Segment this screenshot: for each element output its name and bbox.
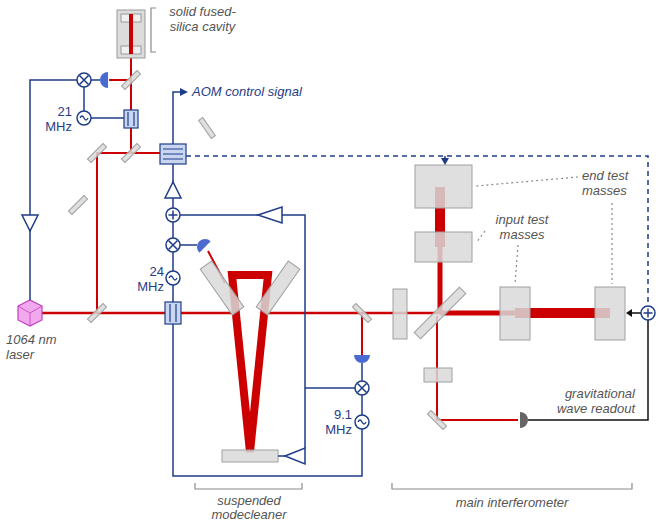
pickoff-mirror	[352, 303, 371, 322]
eom-lines	[170, 304, 176, 322]
mixer	[166, 238, 180, 252]
readout-wire	[528, 313, 648, 420]
beam	[130, 56, 132, 153]
leader-line	[515, 245, 518, 284]
beam-splitter-small	[121, 143, 140, 162]
readout-photodetector	[520, 412, 528, 428]
diagram-label: gravitational wave readout	[535, 386, 635, 416]
oscillator	[355, 415, 369, 429]
eom	[165, 302, 181, 324]
wire	[173, 324, 362, 476]
wire	[180, 244, 197, 246]
amplifier	[285, 448, 305, 464]
laser-beams	[42, 56, 610, 452]
modecleaner-mirror	[256, 261, 300, 315]
leader-line	[476, 231, 485, 243]
photodetector	[354, 355, 370, 363]
diagram-label: AOM control signal	[192, 84, 342, 99]
wire	[83, 87, 85, 111]
diagram-label: main interferometer	[392, 495, 632, 510]
steering-mirror	[68, 195, 87, 214]
wire	[305, 387, 355, 389]
wire	[91, 79, 100, 81]
beam-splitter	[414, 287, 466, 339]
end-test-mass	[595, 287, 625, 340]
summing-junction	[166, 208, 180, 222]
amplifier	[258, 207, 282, 223]
eom	[124, 110, 138, 128]
steering-mirror	[87, 143, 106, 162]
aom-lines	[163, 149, 183, 159]
amplifier	[22, 215, 38, 231]
oscillator	[166, 271, 180, 285]
dashed-wire	[186, 156, 648, 306]
recycling-mirror	[393, 289, 407, 339]
oscillator	[77, 111, 91, 125]
pickoff-mirror	[121, 70, 140, 89]
leader-line	[611, 203, 612, 284]
beam	[42, 312, 234, 315]
eom-lines	[128, 112, 134, 126]
diagram-label: input test masses	[486, 212, 558, 242]
diagram-label: 1064 nm laser	[6, 332, 68, 362]
input-test-mass	[415, 232, 472, 262]
bracket	[195, 483, 302, 489]
bracket	[392, 483, 632, 489]
end-test-mass	[415, 165, 472, 208]
signal-mirror	[424, 368, 452, 382]
modecleaner-mirror	[222, 450, 278, 462]
leader-line	[476, 177, 578, 186]
laser-crystal	[18, 300, 42, 326]
arrowhead	[180, 88, 188, 96]
steering-mirror	[199, 118, 216, 139]
diagram-label: 24 MHz	[128, 264, 164, 294]
laser-facets	[18, 306, 42, 326]
arrowhead	[626, 309, 632, 317]
diagram-label: solid fused-silica cavity	[160, 4, 245, 34]
diagram-label: end test masses	[582, 168, 654, 198]
bracket	[151, 8, 156, 52]
summing-junction	[641, 306, 655, 320]
mixer	[355, 381, 369, 395]
input-test-mass	[500, 287, 530, 340]
amplifier	[165, 182, 181, 198]
aom	[160, 144, 186, 164]
photodetector	[100, 72, 108, 88]
wire	[173, 92, 180, 144]
cavity-beam	[129, 14, 133, 54]
diagram-label: 9.1 MHz	[318, 407, 352, 437]
pickoff-mirror	[87, 303, 106, 322]
beam	[266, 312, 440, 315]
cavity-body	[117, 10, 145, 58]
diagram-label: 21 MHz	[38, 104, 72, 134]
photodetector	[194, 236, 211, 253]
arrowhead	[441, 158, 449, 165]
steering-mirror	[427, 410, 446, 429]
beam	[361, 313, 363, 355]
wire	[91, 117, 124, 119]
wire	[30, 80, 77, 300]
diagram-label: suspended modecleaner	[196, 494, 302, 522]
wire	[180, 215, 305, 448]
modecleaner-mirror	[200, 261, 244, 315]
cavity	[117, 10, 145, 58]
mixer	[77, 73, 91, 87]
